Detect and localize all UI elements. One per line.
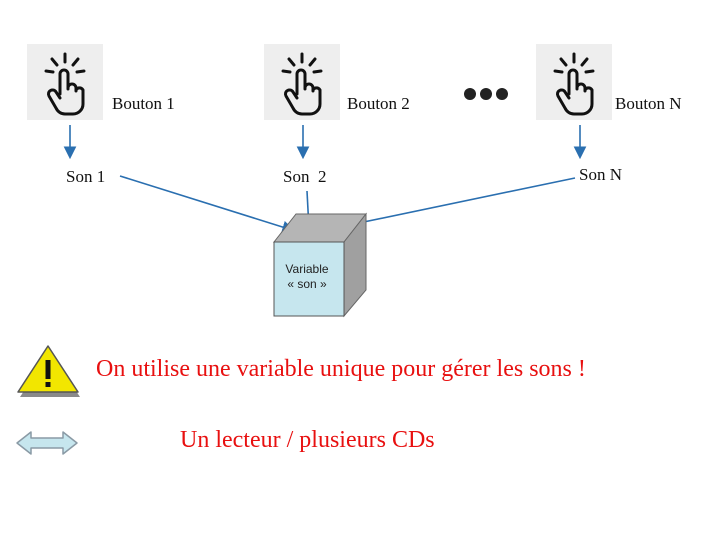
sound-1-label: Son 1 — [66, 167, 106, 186]
button-1-tile — [27, 44, 103, 120]
sound-n-label: Son N — [579, 165, 622, 184]
button-2-tile — [264, 44, 340, 120]
hand-tap-icon — [281, 52, 323, 116]
variable-label: Variable « son » — [274, 262, 340, 292]
button-2-label: Bouton 2 — [347, 94, 410, 113]
hand-tap-icon — [44, 52, 86, 116]
variable-cube — [272, 212, 368, 318]
hand-tap-icon — [553, 52, 595, 116]
arrow-son-1-to-variable — [119, 175, 296, 234]
sound-2-label: Son 2 — [283, 167, 327, 186]
note-text: On utilise une variable unique pour gére… — [96, 356, 586, 382]
arrow-son-n-to-variable — [326, 177, 576, 234]
button-n-tile — [536, 44, 612, 120]
variable-label-line2: « son » — [287, 277, 327, 291]
analogy-text: Un lecteur / plusieurs CDs — [180, 427, 435, 453]
variable-label-line1: Variable — [285, 262, 329, 276]
double-arrow-icon — [16, 431, 78, 455]
button-n-label: Bouton N — [615, 94, 682, 113]
button-1-label: Bouton 1 — [112, 94, 175, 113]
ellipsis-icon — [464, 88, 508, 100]
warning-icon — [17, 345, 80, 397]
